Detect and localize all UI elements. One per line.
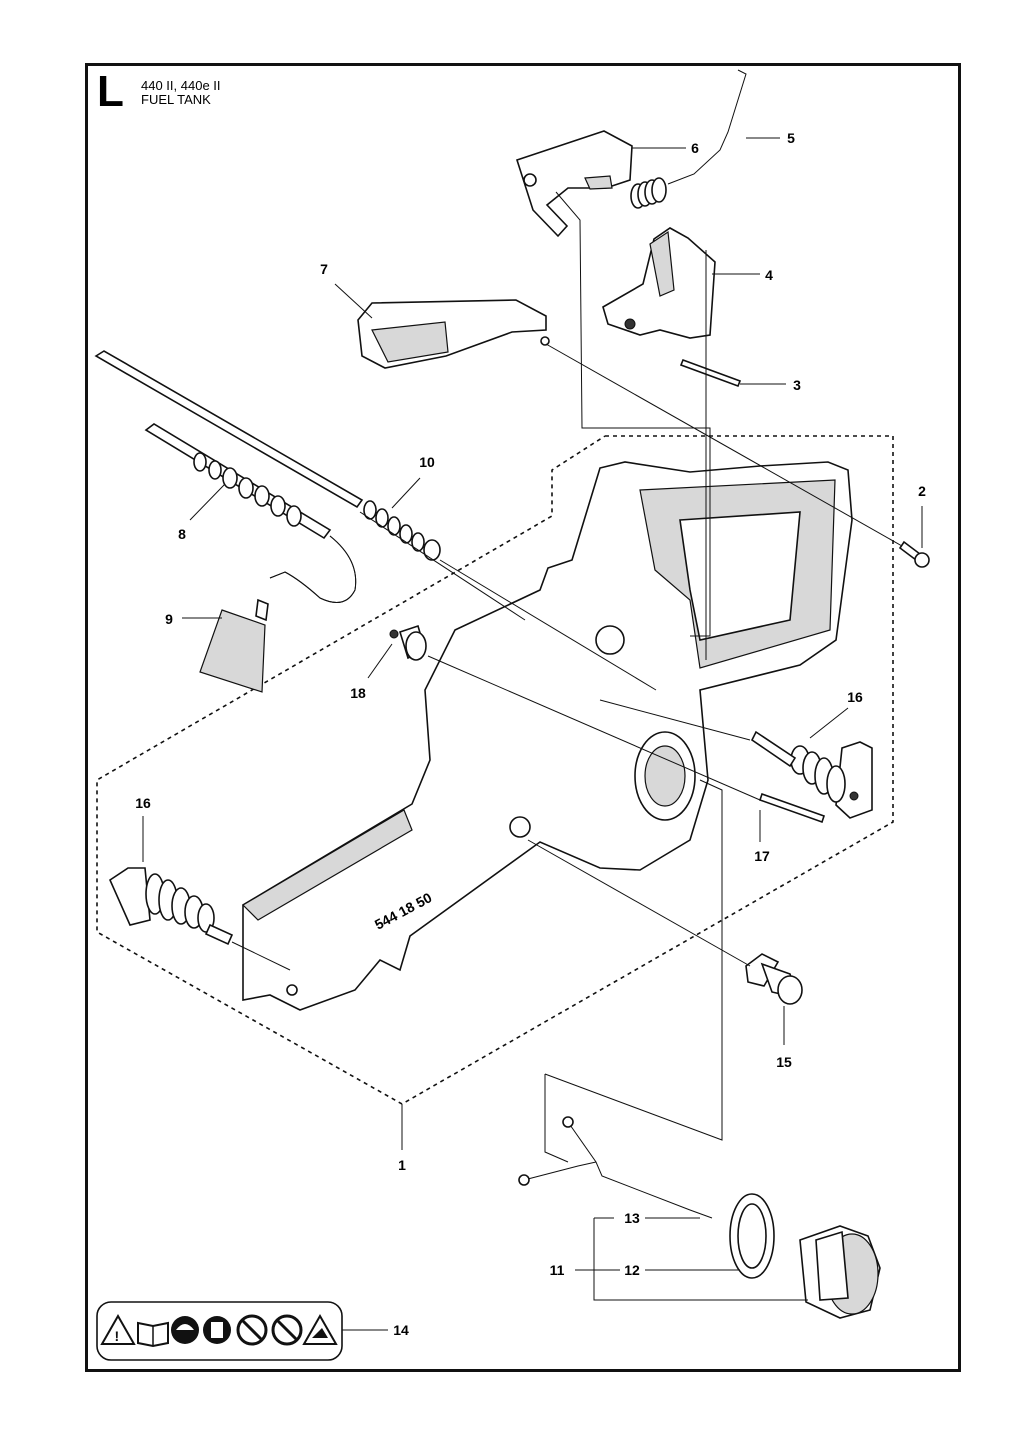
callout-15: 15 xyxy=(776,1054,792,1070)
callout-12: 12 xyxy=(624,1262,640,1278)
callout-5: 5 xyxy=(787,130,795,146)
callout-2: 2 xyxy=(918,483,926,499)
part-14-warning-decal: ! xyxy=(96,1301,343,1361)
callout-8: 8 xyxy=(178,526,186,542)
svg-text:!: ! xyxy=(115,1328,120,1344)
callout-17: 17 xyxy=(754,848,770,864)
assembly-boundary xyxy=(96,435,894,1105)
callout-16-left: 16 xyxy=(135,795,151,811)
section-letter: L xyxy=(97,67,124,116)
leader-lines xyxy=(142,137,923,1331)
callout-13: 13 xyxy=(624,1210,640,1226)
diagram-frame xyxy=(85,63,961,1372)
callout-14: 14 xyxy=(393,1322,409,1338)
part-5-coil-spring xyxy=(630,177,667,209)
kickback-warning-icon xyxy=(302,1313,338,1345)
model-title: 440 II, 440e II xyxy=(141,78,221,93)
part-8-spring-section xyxy=(193,452,302,527)
page-title: FUEL TANK xyxy=(141,92,211,107)
part-2-screw xyxy=(898,540,930,568)
helmet-icon xyxy=(171,1316,199,1344)
part-12-seal-ring xyxy=(729,1193,775,1279)
part-6-trigger xyxy=(515,130,633,238)
part-10-spring-section xyxy=(363,500,441,561)
callout-16-right: 16 xyxy=(847,689,863,705)
part-8-fuel-hose xyxy=(144,423,332,540)
callout-11: 11 xyxy=(550,1262,565,1278)
warning-triangle-icon: ! xyxy=(100,1313,136,1345)
callout-9: 9 xyxy=(165,611,173,627)
part-13-cap-strap xyxy=(523,1121,713,1219)
part-11-fuel-cap xyxy=(799,1225,881,1319)
callout-10: 10 xyxy=(419,454,435,470)
manual-book-icon xyxy=(137,1321,169,1348)
no-one-hand-icon xyxy=(271,1314,303,1346)
part-17-pin xyxy=(758,792,826,824)
callout-18: 18 xyxy=(350,685,366,701)
callout-3: 3 xyxy=(793,377,801,393)
part-16-av-spring-left xyxy=(108,867,234,946)
gloves-icon xyxy=(203,1316,231,1344)
part-15-bushing xyxy=(745,953,803,1005)
part-16-av-spring-right xyxy=(750,730,873,819)
part-10-fuel-rod xyxy=(94,350,364,509)
callout-6: 6 xyxy=(691,140,699,156)
no-smoking-icon xyxy=(236,1314,268,1346)
callout-labels: 1 2 3 4 5 6 7 8 9 10 11 12 13 14 15 16 1… xyxy=(135,130,926,1338)
callout-4: 4 xyxy=(765,267,773,283)
part-9-fuel-filter xyxy=(199,609,266,693)
part-18-bushing xyxy=(389,624,427,661)
callout-1: 1 xyxy=(398,1157,406,1173)
part-5-wire xyxy=(667,69,747,185)
part-3-pin xyxy=(679,358,742,388)
callout-7: 7 xyxy=(320,261,328,277)
